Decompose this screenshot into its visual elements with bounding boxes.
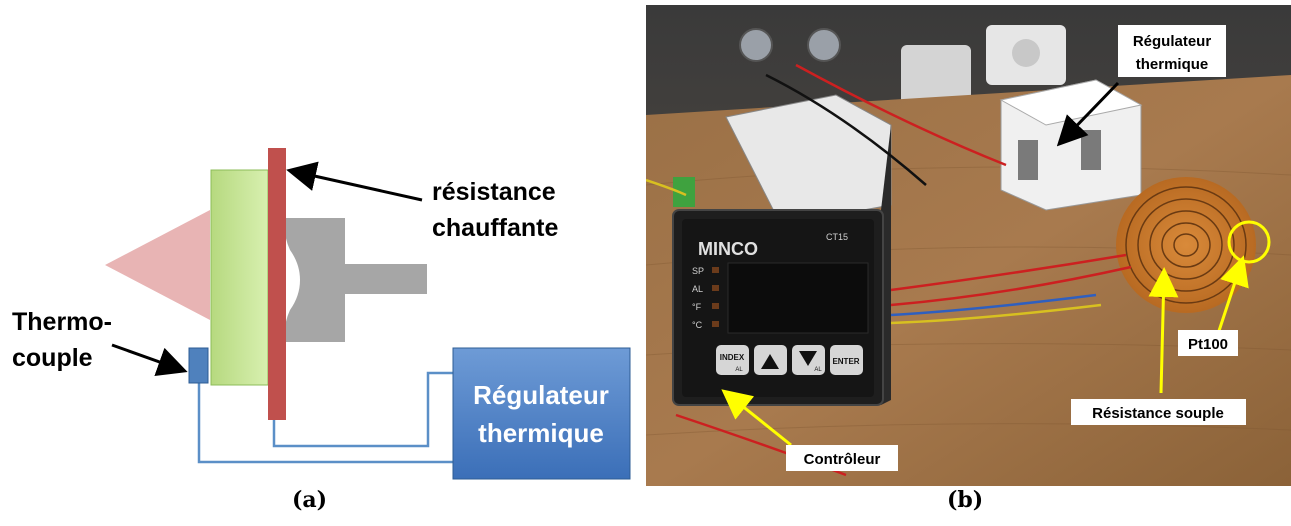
- regulator-label-line2: thermique: [478, 418, 604, 448]
- resistance-label-line1: résistance: [432, 178, 556, 206]
- thermocouple-arrow: [112, 345, 182, 370]
- label-controleur: Contrôleur: [804, 451, 881, 468]
- photo-setup: MINCO CT15 SP AL °F °C INDEX AL AL ENTER: [646, 5, 1291, 486]
- regulator-label-line1: Régulateur: [473, 380, 609, 410]
- green-block: [211, 170, 268, 385]
- label-regulateur-line2: thermique: [1136, 56, 1209, 73]
- mold-shape: [285, 218, 427, 342]
- resistance-label-line2: chauffante: [432, 214, 559, 242]
- caption-a: (a): [292, 487, 327, 513]
- label-regulateur-line1: Régulateur: [1133, 33, 1212, 50]
- label-pt100: Pt100: [1188, 336, 1228, 353]
- down-button-sub: AL: [814, 367, 822, 373]
- gauge: [808, 29, 840, 61]
- thermocouple-sensor: [189, 348, 208, 383]
- label-resistance-souple: Résistance souple: [1092, 405, 1224, 422]
- index-button-label: INDEX: [720, 353, 745, 362]
- regulator-box: [453, 348, 630, 479]
- outlet-hole: [1012, 39, 1040, 67]
- device-model: CT15: [826, 232, 848, 242]
- enter-button-label: ENTER: [832, 357, 859, 366]
- wiring: [199, 373, 453, 462]
- cone-shape: [105, 210, 210, 320]
- schematic-diagram: Régulateur thermique résistance chauffan…: [0, 0, 640, 526]
- flexible-heater: [1116, 177, 1256, 313]
- resistance-arrow: [292, 171, 422, 200]
- solid-state-relay: [1001, 80, 1141, 210]
- gauge: [740, 29, 772, 61]
- thermocouple-label-line2: couple: [12, 344, 93, 372]
- caption-b: (b): [947, 487, 983, 513]
- led-label-f: °F: [692, 302, 702, 312]
- index-button-sub: AL: [735, 367, 743, 373]
- heating-resistance-bar: [268, 148, 286, 420]
- led-label-al: AL: [692, 284, 703, 294]
- led-label-c: °C: [692, 320, 703, 330]
- device-brand: MINCO: [698, 239, 758, 259]
- led-label-sp: SP: [692, 266, 704, 276]
- thermocouple-label-line1: Thermo-: [12, 308, 112, 336]
